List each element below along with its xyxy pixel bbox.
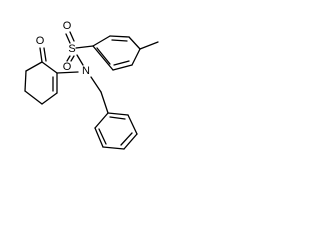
- bond: [43, 47, 47, 62]
- bond: [41, 61, 58, 74]
- bond: [76, 54, 84, 66]
- bond: [69, 31, 75, 42]
- bond: [66, 55, 71, 62]
- bond: [100, 91, 109, 114]
- bond: [123, 133, 138, 150]
- bond: [109, 35, 130, 38]
- atom-label-oxygen: O: [63, 20, 72, 32]
- bond: [139, 41, 159, 50]
- bond: [107, 112, 129, 116]
- bond: [90, 76, 102, 93]
- bond: [128, 36, 141, 50]
- atom-label-nitrogen: N: [82, 65, 90, 77]
- bond: [92, 45, 114, 71]
- bond: [92, 35, 111, 47]
- bond: [94, 127, 104, 148]
- bond: [24, 70, 27, 92]
- bond-inner: [111, 39, 128, 42]
- atom-label-oxygen: O: [63, 61, 72, 73]
- bond-inner: [98, 128, 107, 145]
- bonds: [24, 31, 159, 150]
- bond: [41, 92, 58, 105]
- atom-label-sulfur: S: [68, 43, 75, 55]
- atom-labels: O S O N O: [36, 20, 90, 77]
- bond: [39, 47, 43, 63]
- bond: [102, 146, 125, 150]
- bond: [112, 64, 133, 71]
- bond-inner: [109, 116, 126, 120]
- bond: [25, 61, 43, 72]
- bond: [94, 112, 109, 129]
- bond: [70, 55, 75, 62]
- bond: [75, 45, 94, 49]
- atom-label-oxygen: O: [36, 35, 45, 47]
- bond: [56, 71, 79, 74]
- bond: [65, 33, 71, 44]
- bond: [127, 114, 138, 135]
- bond-inner: [96, 47, 111, 65]
- chemical-structure: O S O N O: [24, 20, 159, 150]
- bond: [24, 90, 43, 105]
- bond-inner: [113, 60, 130, 66]
- bond-inner: [120, 132, 133, 146]
- bond: [131, 48, 141, 66]
